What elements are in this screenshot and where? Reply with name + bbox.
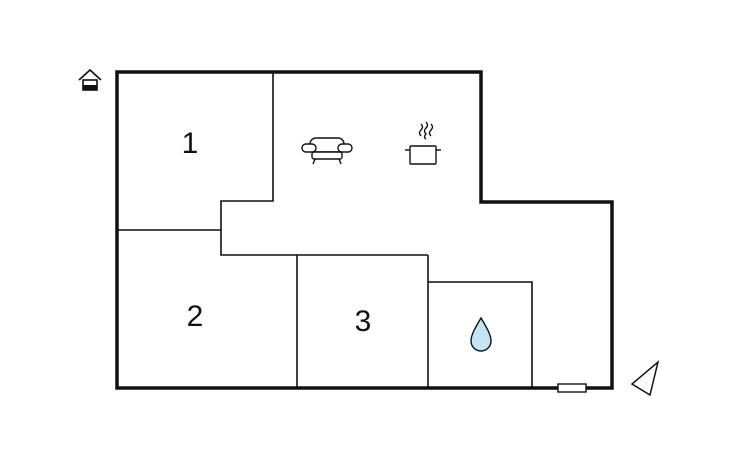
room-label-2: 2 <box>187 300 204 333</box>
room-label-3: 3 <box>355 305 372 338</box>
house-entrance-icon <box>78 68 102 91</box>
compass-north-icon <box>630 359 660 397</box>
door-icon <box>557 383 587 393</box>
wall-corridor <box>220 230 428 256</box>
wall-bathroom <box>428 281 533 388</box>
water-drop-icon <box>470 316 492 352</box>
wall-room-1 <box>220 72 274 230</box>
outer-wall <box>115 70 614 390</box>
interior-walls <box>117 72 533 388</box>
room-label-1: 1 <box>182 127 199 160</box>
cooking-pot-icon <box>405 121 441 165</box>
sofa-icon <box>301 137 353 165</box>
